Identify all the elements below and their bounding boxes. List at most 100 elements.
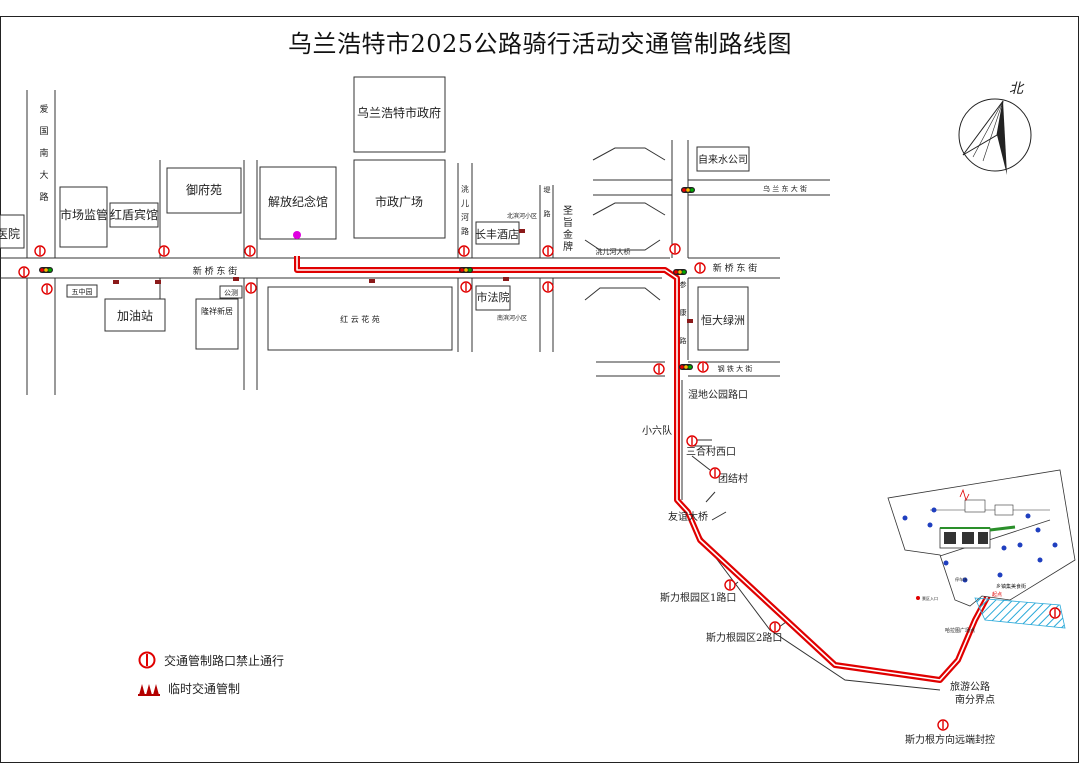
market-block — [59, 186, 108, 248]
longxiang-block — [195, 298, 239, 350]
hongdun-block — [109, 202, 159, 228]
control-route-center — [296, 256, 991, 681]
no-entry-icon — [542, 281, 554, 293]
map-title: 乌兰浩特市2025公路骑行活动交通管制路线图 — [287, 30, 793, 58]
barrier-icon — [369, 279, 375, 283]
no-entry-icon — [245, 282, 257, 294]
hengda-block — [697, 286, 749, 351]
hongdun-label: 红盾宾馆 — [110, 207, 158, 222]
hongyun-block — [267, 286, 453, 351]
bridge-label: 洮儿河大桥 — [596, 247, 631, 256]
compass-ring — [958, 98, 1032, 172]
no-entry-icon — [653, 363, 665, 375]
dike-label: 堤 路 — [544, 185, 551, 218]
water-block — [696, 146, 750, 172]
route-labels: 湿地公园路口 小六队 三合村西口 团结村 友谊大桥 斯力根园区1路口 斯力根园区… — [642, 388, 995, 746]
ainan-label: 爱国南大路 — [39, 104, 48, 203]
no-entry-icon — [686, 435, 698, 447]
building-blocks — [0, 76, 750, 351]
traffic-light-icon — [673, 269, 687, 275]
no-entry-icon — [458, 245, 470, 257]
legend-no-entry-label: 交通管制路口禁止通行 — [164, 653, 285, 668]
shenglian-label: 圣旨金牌 — [563, 205, 573, 253]
no-entry-icon — [669, 243, 681, 255]
gov-label: 乌兰浩特市政府 — [357, 105, 441, 120]
boundary2-label: 南分界点 — [955, 693, 995, 706]
barrier-icon — [113, 280, 119, 284]
no-entry-icon — [709, 467, 721, 479]
no-entry-icon — [542, 245, 554, 257]
court-block — [475, 285, 511, 311]
barrier-icon — [155, 280, 161, 284]
no-entry-icon — [724, 579, 736, 591]
no-entry-icon — [138, 651, 156, 669]
yufu-block — [166, 167, 242, 214]
compass-needle-right — [997, 101, 1007, 175]
park-inset: 乡镇集美食街 起点 停车场 哈拉图广场点 景区入口 — [887, 469, 1076, 634]
taoer-south-label: 南滨河小区 — [497, 314, 527, 322]
no-entry-icon — [34, 245, 46, 257]
no-entry-icon — [41, 283, 53, 295]
map-frame — [0, 16, 1079, 763]
legend-no-entry: 交通管制路口禁止通行 — [138, 651, 284, 669]
no-entry-icon — [158, 245, 170, 257]
road-network — [0, 90, 941, 691]
square-block — [353, 159, 446, 239]
sanhe-label: 三合村西口 — [686, 445, 736, 458]
square-label: 市政广场 — [375, 194, 423, 209]
no-entry-icon — [697, 361, 709, 373]
gov-block — [353, 76, 446, 153]
traffic-light-icon — [681, 187, 695, 193]
inset-gate-label: 景区入口 — [922, 595, 938, 601]
tuanjie-label: 团结村 — [718, 472, 748, 485]
hospital-label: 医院 — [0, 227, 20, 241]
changfeng-label: 长丰酒店 — [475, 227, 519, 241]
barrier-icon — [519, 229, 525, 233]
no-entry-signs — [18, 243, 1061, 731]
boundary1-label: 旅游公路 — [950, 680, 990, 693]
no-entry-icon — [694, 262, 706, 274]
barrier-icon — [503, 277, 509, 281]
xinqiao-west-label: 新 桥 东 街 — [193, 265, 238, 277]
sili1-label: 斯力根园区1路口 — [660, 591, 736, 604]
start-dot — [293, 231, 301, 239]
gas-block — [104, 298, 166, 332]
no-entry-icon — [937, 719, 949, 731]
youyi-label: 友谊大桥 — [668, 510, 708, 523]
jiefang-label: 解放纪念馆 — [268, 194, 328, 209]
jiefang-block — [259, 166, 337, 240]
building-labels: 医院 市场监管 红盾宾馆 御府苑 解放纪念馆 乌兰浩特市政府 市政广场 长丰酒店… — [0, 105, 748, 327]
inset-plaza-label: 哈拉图广场点 — [945, 627, 975, 634]
gongce-block — [219, 285, 243, 299]
longxiang-label: 隆祥新居 — [201, 306, 233, 316]
wulan-label: 乌 兰 东 大 街 — [763, 184, 807, 193]
street-labels: 新 桥 东 街 新 桥 东 街 乌 兰 东 大 街 钢 铁 大 街 洮儿河大桥 … — [39, 104, 806, 373]
no-entry-icon — [460, 281, 472, 293]
gangtie-label: 钢 铁 大 街 — [718, 364, 753, 373]
market-label: 市场监管 — [60, 207, 108, 222]
compass-north-label: 北 — [1009, 81, 1025, 97]
inset-parking-label: 停车场 — [955, 576, 967, 582]
traffic-light-icon — [459, 267, 473, 273]
hengda-label: 恒大绿洲 — [701, 313, 745, 327]
taoer-north-label: 北滨河小区 — [507, 212, 537, 220]
wetland-label: 湿地公园路口 — [688, 388, 748, 401]
legend-temp-label: 临时交通管制 — [168, 682, 241, 696]
river-area — [974, 597, 1066, 629]
traffic-light-icon — [39, 267, 53, 273]
no-entry-icon — [18, 266, 30, 278]
gongce-label: 公测 — [224, 289, 238, 297]
cone-icon — [138, 683, 160, 696]
inset-start-label: 起点 — [992, 592, 1002, 598]
traffic-light-icon — [679, 364, 693, 370]
xinqiao-east-label: 新 桥 东 街 — [713, 262, 758, 274]
end-label: 斯力根方向远端封控 — [905, 733, 995, 746]
traffic-lights — [39, 187, 695, 370]
no-entry-icon — [769, 621, 781, 633]
no-entry-icon — [1049, 607, 1061, 619]
gas-label: 加油站 — [117, 309, 153, 323]
hongyun-label: 红 云 花 苑 — [340, 314, 380, 324]
compass: 北 — [958, 81, 1032, 175]
